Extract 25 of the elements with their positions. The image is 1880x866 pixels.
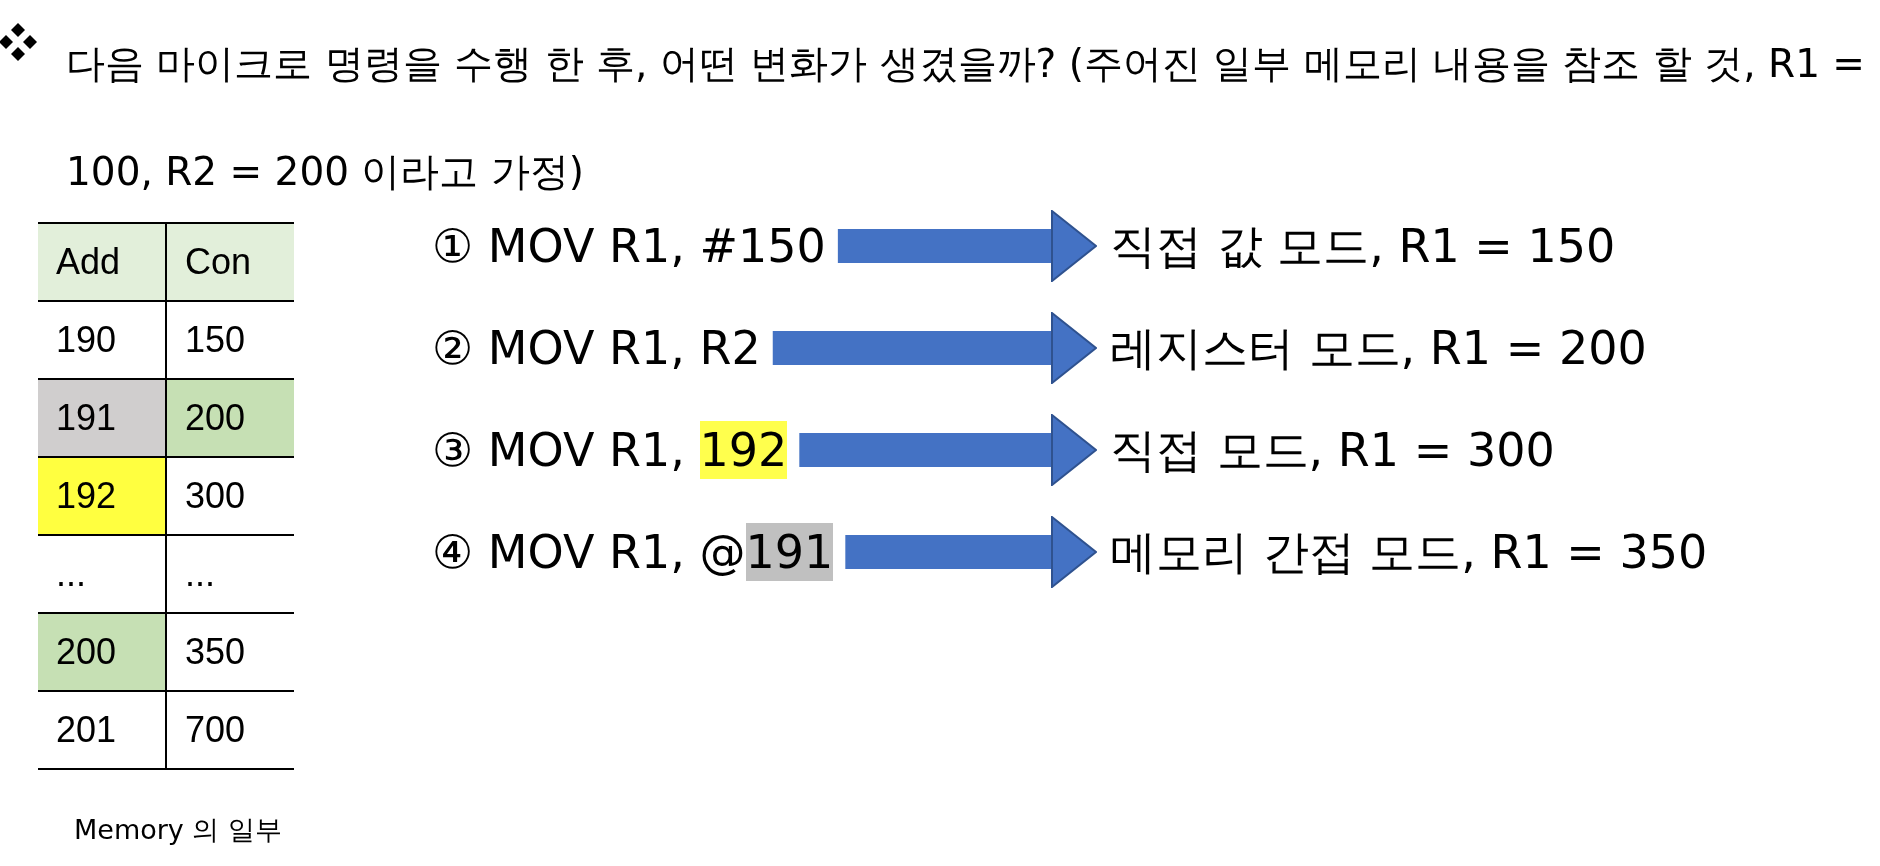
instruction-text: ① MOV R1, #150	[432, 216, 826, 276]
instruction-text: ② MOV R1, R2	[432, 318, 761, 378]
block-arrow	[837, 210, 1097, 282]
result-text: 직접 값 모드, R1 = 150	[1110, 216, 1616, 276]
block-arrow	[799, 414, 1097, 486]
table-cell: ...	[166, 535, 294, 613]
result-text: 직접 모드, R1 = 300	[1110, 420, 1555, 480]
table-cell: 300	[166, 457, 294, 535]
table-cell: 201	[38, 691, 166, 769]
block-arrow	[845, 516, 1097, 588]
table-cell: 200	[166, 379, 294, 457]
table-cell: 350	[166, 613, 294, 691]
table-cell: 200	[38, 613, 166, 691]
question-text: 다음 마이크로 명령을 수행 한 후, 어떤 변화가 생겼을까? (주어진 일부 메모리 내용을 참조 할 것, R1 = 100, R2 = 200 이라고 가정)	[66, 40, 1866, 196]
table-cell: 192	[38, 457, 166, 535]
table-cell: 700	[166, 691, 294, 769]
table-cell: Con	[166, 223, 294, 301]
table-cell: Add	[38, 223, 166, 301]
instruction-text: ③ MOV R1, 192	[432, 420, 788, 480]
result-text: 레지스터 모드, R1 = 200	[1110, 318, 1647, 378]
result-text: 메모리 간접 모드, R1 = 350	[1110, 522, 1708, 582]
instruction-text: ④ MOV R1, @191	[432, 522, 834, 582]
block-arrow	[772, 312, 1097, 384]
table-caption: Memory 의 일부	[74, 813, 282, 847]
table-cell: 191	[38, 379, 166, 457]
